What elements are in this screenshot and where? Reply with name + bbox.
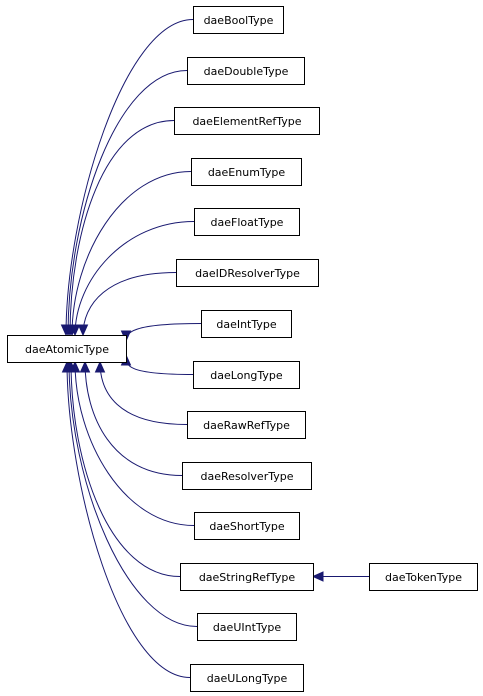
edge-dae-element-ref-type — [69, 120, 175, 336]
node-dae-element-ref-type-label: daeElementRefType — [192, 115, 301, 128]
node-dae-resolver-type-box — [182, 462, 312, 490]
edge-dae-ulong-type — [66, 361, 191, 678]
node-dae-bool-type[interactable]: daeBoolType — [193, 6, 284, 34]
node-dae-idresolver-type[interactable]: daeIDResolverType — [176, 259, 319, 287]
node-dae-idresolver-type-box — [176, 259, 319, 287]
node-dae-ulong-type-box — [190, 664, 304, 692]
edge-dae-bool-type — [65, 19, 194, 336]
node-dae-int-type-box — [201, 310, 292, 338]
arrowhead-dae-resolver-type — [79, 360, 91, 373]
node-dae-raw-ref-type[interactable]: daeRawRefType — [187, 411, 306, 439]
node-dae-enum-type-box — [191, 158, 302, 186]
node-dae-bool-type-label: daeBoolType — [204, 14, 274, 27]
node-dae-string-ref-type[interactable]: daeStringRefType — [180, 563, 314, 591]
arrowhead-dae-idresolver-type — [77, 324, 89, 337]
edge-dae-int-type — [125, 323, 202, 342]
edge-dae-short-type — [74, 361, 195, 526]
edge-dae-uint-type — [68, 361, 198, 627]
node-dae-token-type[interactable]: daeTokenType — [369, 563, 478, 591]
node-dae-short-type-box — [194, 512, 300, 540]
node-dae-ulong-type-label: daeULongType — [207, 672, 288, 685]
node-dae-raw-ref-type-label: daeRawRefType — [203, 419, 290, 432]
node-dae-atomic-type-box — [7, 335, 127, 363]
node-dae-element-ref-type[interactable]: daeElementRefType — [174, 107, 320, 135]
edges-layer — [60, 19, 369, 678]
arrowhead-dae-float-type — [69, 324, 81, 337]
node-dae-float-type-box — [194, 208, 300, 236]
node-dae-short-type[interactable]: daeShortType — [194, 512, 300, 540]
node-dae-string-ref-type-box — [180, 563, 314, 591]
node-dae-long-type-box — [193, 361, 300, 389]
node-dae-idresolver-type-label: daeIDResolverType — [195, 267, 300, 280]
node-dae-double-type[interactable]: daeDoubleType — [187, 57, 305, 85]
node-dae-int-type-label: daeIntType — [216, 318, 277, 331]
edge-dae-resolver-type — [84, 361, 183, 476]
node-dae-double-type-box — [187, 57, 305, 85]
edge-dae-idresolver-type — [82, 272, 177, 336]
node-dae-uint-type-label: daeUIntType — [213, 621, 282, 634]
node-dae-atomic-type[interactable]: daeAtomicType — [7, 335, 127, 363]
node-dae-bool-type-box — [193, 6, 284, 34]
node-dae-long-type-label: daeLongType — [210, 369, 283, 382]
node-dae-element-ref-type-box — [174, 107, 320, 135]
node-dae-resolver-type-label: daeResolverType — [201, 470, 294, 483]
node-dae-uint-type-box — [197, 613, 297, 641]
arrowhead-dae-raw-ref-type — [94, 360, 106, 373]
node-dae-atomic-type-label: daeAtomicType — [25, 343, 109, 356]
node-dae-float-type[interactable]: daeFloatType — [194, 208, 300, 236]
edge-dae-enum-type — [71, 171, 192, 336]
node-dae-long-type[interactable]: daeLongType — [193, 361, 300, 389]
node-dae-raw-ref-type-box — [187, 411, 306, 439]
node-dae-enum-type-label: daeEnumType — [208, 166, 286, 179]
node-dae-string-ref-type-label: daeStringRefType — [199, 571, 296, 584]
node-dae-int-type[interactable]: daeIntType — [201, 310, 292, 338]
node-dae-enum-type[interactable]: daeEnumType — [191, 158, 302, 186]
node-dae-ulong-type[interactable]: daeULongType — [190, 664, 304, 692]
edge-dae-double-type — [67, 70, 188, 336]
edge-dae-string-ref-type — [70, 361, 181, 577]
node-dae-token-type-label: daeTokenType — [385, 571, 462, 584]
node-dae-uint-type[interactable]: daeUIntType — [197, 613, 297, 641]
edge-dae-float-type — [74, 221, 195, 336]
node-dae-short-type-label: daeShortType — [209, 520, 285, 533]
arrowhead-dae-ulong-type — [61, 360, 73, 373]
node-dae-token-type-box — [369, 563, 478, 591]
node-dae-float-type-label: daeFloatType — [211, 216, 284, 229]
node-dae-double-type-label: daeDoubleType — [204, 65, 289, 78]
edge-dae-long-type — [125, 354, 194, 375]
nodes-layer: daeAtomicType daeBoolType daeDoubleType dae… — [7, 6, 478, 692]
arrowhead-dae-token-type — [311, 571, 324, 582]
node-dae-resolver-type[interactable]: daeResolverType — [182, 462, 312, 490]
